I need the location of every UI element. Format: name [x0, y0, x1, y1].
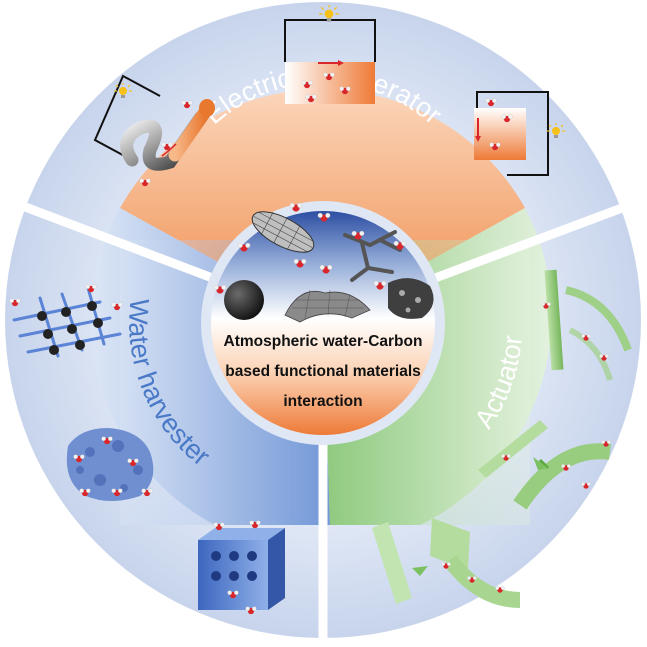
center-title-line3: interaction	[283, 393, 362, 410]
carbon-nanotube	[251, 211, 315, 253]
harvester-porous-particle	[66, 428, 154, 501]
harvester-porous-block	[198, 520, 285, 615]
center-title-line1: Atmospheric water-Carbon	[224, 333, 423, 350]
graphene-sheet	[284, 289, 371, 323]
center-title-line2: based functional materials	[225, 363, 421, 380]
harvester-network	[9, 284, 123, 358]
porous-carbon	[388, 278, 434, 319]
generator-device-cell-vertical	[474, 91, 566, 176]
carbon-sphere	[224, 280, 264, 320]
actuator-curved-film	[478, 420, 612, 510]
carbon-fiber-network	[343, 230, 402, 282]
center-disk	[211, 211, 435, 435]
generator-device-twisted-rod	[93, 74, 215, 187]
actuator-flat-to-curve	[372, 518, 521, 608]
generator-device-cell-horizontal	[284, 4, 376, 104]
actuator-bending-strip	[541, 269, 632, 381]
